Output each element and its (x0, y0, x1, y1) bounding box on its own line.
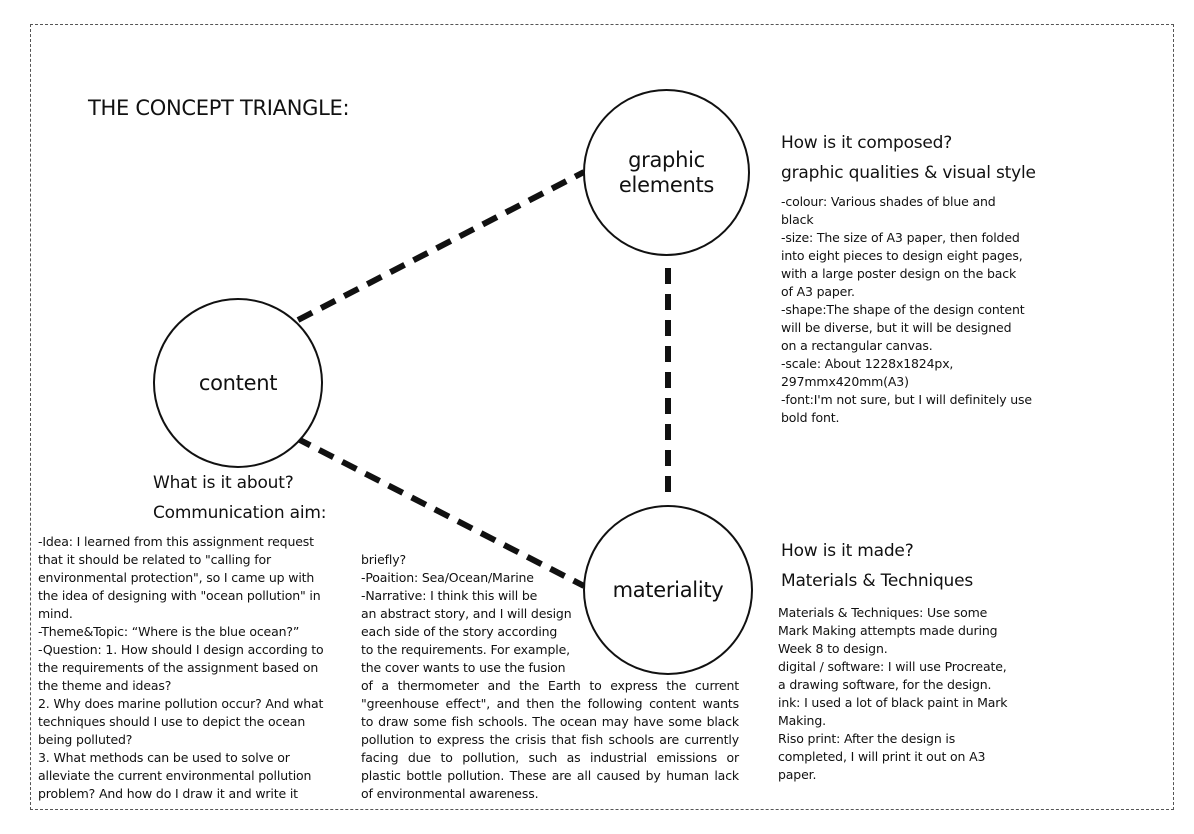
content-text-line: alleviate the current environmental poll… (38, 768, 312, 783)
materiality-text-line: Materials & Techniques: Use some (778, 605, 988, 620)
content-text-line: the idea of designing with "ocean pollut… (38, 588, 321, 603)
graphic-text-line: will be diverse, but it will be designed (781, 320, 1012, 335)
middle-description-lower: of a thermometer and the Earth to expres… (361, 677, 739, 803)
graphic-text-line: with a large poster design on the back (781, 266, 1017, 281)
graphic-text-line: -font:I'm not sure, but I will definitel… (781, 392, 1032, 407)
middle-text-line: of environmental awareness. (361, 786, 539, 801)
node-content-label: content (198, 370, 278, 395)
materiality-text-line: digital / software: I will use Procreate… (778, 659, 1007, 674)
middle-text-line: to the requirements. For example, (361, 642, 570, 657)
content-text-line: -Question: 1. How should I design accord… (38, 642, 324, 657)
graphic-headings: How is it composed? graphic qualities & … (781, 128, 1036, 188)
graphic-text-line: -scale: About 1228x1824px, (781, 356, 954, 371)
graphic-heading-1: How is it composed? (781, 133, 953, 153)
page-frame (30, 24, 1174, 810)
content-text-line: 2. Why does marine pollution occur? And … (38, 696, 324, 711)
graphic-heading-2: graphic qualities & visual style (781, 163, 1036, 183)
connector-content-materiality (294, 435, 586, 589)
middle-text-line: the cover wants to use the fusion (361, 660, 566, 675)
materiality-headings: How is it made? Materials & Techniques (781, 536, 973, 596)
middle-text-line: pollution to express the crisis that fis… (361, 732, 739, 747)
materiality-text-line: paper. (778, 767, 817, 782)
middle-text-line: to draw some fish schools. The ocean may… (361, 714, 739, 729)
middle-description-upper: briefly? -Poaition: Sea/Ocean/Marine -Narr… (361, 551, 572, 677)
graphic-text-line: on a rectangular canvas. (781, 338, 933, 353)
materiality-text-line: Riso print: After the design is (778, 731, 956, 746)
middle-text-line: -Poaition: Sea/Ocean/Marine (361, 570, 534, 585)
node-materiality-label: materiality (612, 577, 724, 602)
middle-text-line: each side of the story according (361, 624, 558, 639)
content-text-line: techniques should I use to depict the oc… (38, 714, 306, 729)
content-text-line: the requirements of the assignment based… (38, 660, 319, 675)
content-text-line: problem? And how do I draw it and write … (38, 786, 298, 801)
graphic-text-line: into eight pieces to design eight pages, (781, 248, 1023, 263)
middle-text-line: plastic bottle pollution. These are all … (361, 768, 739, 783)
graphic-description: -colour: Various shades of blue and black… (781, 193, 1032, 427)
content-text-line: 3. What methods can be used to solve or (38, 750, 290, 765)
node-materiality: materiality (583, 505, 753, 675)
content-heading-1: What is it about? (153, 473, 294, 493)
graphic-text-line: bold font. (781, 410, 840, 425)
materiality-text-line: Week 8 to design. (778, 641, 888, 656)
graphic-text-line: -colour: Various shades of blue and (781, 194, 996, 209)
graphic-text-line: -size: The size of A3 paper, then folded (781, 230, 1020, 245)
materiality-heading-1: How is it made? (781, 541, 914, 561)
content-text-line: being polluted? (38, 732, 133, 747)
content-text-line: environmental protection", so I came up … (38, 570, 315, 585)
materiality-text-line: a drawing software, for the design. (778, 677, 992, 692)
graphic-text-line: of A3 paper. (781, 284, 855, 299)
middle-text-line: facing due to pollution, such as industr… (361, 750, 739, 765)
materiality-text-line: ink: I used a lot of black paint in Mark (778, 695, 1008, 710)
materiality-text-line: completed, I will print it out on A3 (778, 749, 986, 764)
content-description: -Idea: I learned from this assignment re… (38, 533, 324, 803)
materiality-heading-2: Materials & Techniques (781, 571, 974, 591)
content-text-line: the theme and ideas? (38, 678, 172, 693)
content-text-line: -Theme&Topic: “Where is the blue ocean?” (38, 624, 300, 639)
middle-text-line: an abstract story, and I will design (361, 606, 572, 621)
graphic-text-line: black (781, 212, 814, 227)
materiality-text-line: Mark Making attempts made during (778, 623, 998, 638)
graphic-text-line: 297mmx420mm(A3) (781, 374, 909, 389)
middle-text-line: briefly? (361, 552, 406, 567)
content-text-line: that it should be related to "calling fo… (38, 552, 271, 567)
content-text-line: -Idea: I learned from this assignment re… (38, 534, 314, 549)
content-text-line: mind. (38, 606, 73, 621)
node-graphic-line2: elements (618, 172, 715, 197)
node-content: content (153, 298, 323, 468)
middle-text-line: -Narrative: I think this will be (361, 588, 538, 603)
content-heading-2: Communication aim: (153, 503, 327, 523)
middle-text-line: "greenhouse effect", and then the follow… (361, 696, 739, 711)
materiality-text-line: Making. (778, 713, 826, 728)
content-headings: What is it about? Communication aim: (153, 468, 326, 528)
middle-text-line: of a thermometer and the Earth to expres… (361, 678, 739, 693)
node-graphic-line1: graphic (628, 148, 705, 173)
diagram-title: THE CONCEPT TRIANGLE: (88, 96, 350, 120)
connector-content-graphic (296, 169, 586, 323)
graphic-text-line: -shape:The shape of the design content (781, 302, 1025, 317)
